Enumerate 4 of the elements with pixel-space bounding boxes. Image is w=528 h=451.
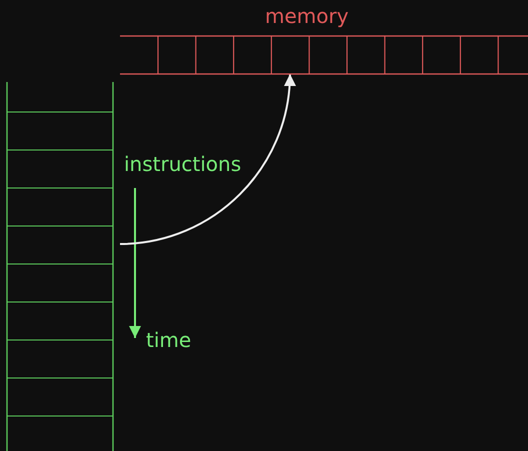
tape-label: memory <box>265 4 349 28</box>
axis-label: time <box>146 328 192 352</box>
arrow <box>120 74 296 245</box>
tape-label: instructions <box>124 152 242 176</box>
